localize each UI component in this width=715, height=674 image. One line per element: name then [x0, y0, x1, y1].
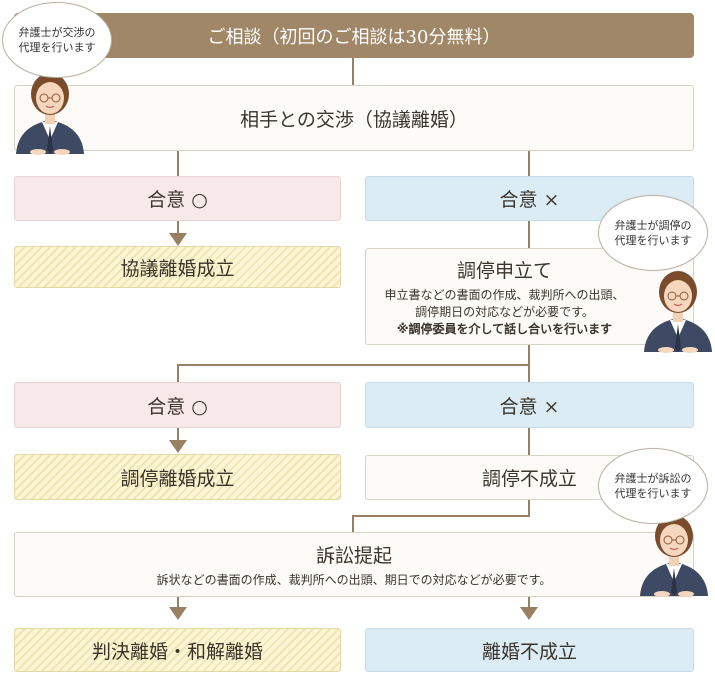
bubble-line-2: 代理を行います — [614, 487, 692, 500]
divorce-fail-label: 離婚不成立 — [481, 640, 577, 663]
connector — [528, 151, 530, 176]
judgment-label: 判決離婚・和解離婚 — [91, 640, 263, 663]
arrow-down-icon — [169, 440, 187, 453]
connector — [177, 364, 530, 366]
agree-no-label: 合意 × — [499, 189, 560, 211]
kyogi-success-box: 協議離婚成立 — [14, 246, 341, 288]
mediation-apply-desc-1: 申立書などの書面の作成、裁判所への出頭、 — [384, 287, 625, 302]
agree-yes-box-2: 合意 ○ — [14, 382, 341, 428]
agree-yes-label-2: 合意 ○ — [147, 395, 208, 418]
mediation-apply-title: 調停申立て — [456, 259, 552, 282]
negotiation-box: 相手との交渉（協議離婚） — [14, 85, 694, 151]
consultation-label: ご相談（初回のご相談は30分無料） — [207, 26, 501, 48]
lawyer-illustration — [640, 515, 708, 597]
lawyer-illustration — [16, 73, 84, 155]
lawsuit-title: 訴訟提起 — [315, 544, 392, 567]
connector — [528, 597, 530, 607]
mediation-fail-label: 調停不成立 — [481, 468, 577, 490]
arrow-down-icon — [169, 607, 187, 620]
lawsuit-box: 訴訟提起 訴状などの書面の作成、裁判所への出頭、期日での対応などが必要です。 — [14, 532, 694, 597]
mediation-success-box: 調停離婚成立 — [14, 454, 341, 500]
mediation-success-label: 調停離婚成立 — [120, 467, 235, 490]
judgment-box: 判決離婚・和解離婚 — [14, 628, 341, 672]
arrow-down-icon — [520, 607, 538, 620]
connector — [528, 221, 530, 248]
negotiation-label: 相手との交渉（協議離婚） — [240, 108, 468, 131]
mediation-apply-desc-2: 調停期日の対応などが必要です。 — [415, 304, 594, 319]
bubble-line-1: 弁護士が訴訟の — [614, 472, 692, 485]
lawsuit-desc: 訴状などの書面の作成、裁判所への出頭、期日での対応などが必要です。 — [156, 572, 552, 587]
connector — [352, 515, 530, 517]
connector — [352, 515, 354, 532]
agree-yes-label: 合意 ○ — [147, 189, 208, 211]
speech-bubble: 弁護士が調停の 代理を行います — [598, 195, 708, 271]
consultation-box: ご相談（初回のご相談は30分無料） — [14, 13, 694, 58]
connector — [177, 221, 179, 233]
bubble-line-1: 弁護士が調停の — [614, 219, 692, 232]
speech-bubble: 弁護士が交渉の 代理を行います — [2, 2, 112, 78]
arrow-down-icon — [169, 233, 187, 246]
agree-no-label-2: 合意 × — [499, 395, 560, 418]
kyogi-success-label: 協議離婚成立 — [120, 257, 235, 280]
lawyer-illustration — [644, 271, 712, 353]
mediation-apply-note: ※調停委員を介して話し合いを行います — [396, 321, 613, 336]
speech-bubble: 弁護士が訴訟の 代理を行います — [598, 448, 708, 524]
bubble-line-2: 代理を行います — [614, 234, 692, 247]
connector — [177, 151, 179, 176]
agree-no-box-2: 合意 × — [365, 382, 694, 428]
connector — [177, 428, 179, 440]
connector — [528, 428, 530, 455]
connector — [528, 345, 530, 382]
connector — [177, 364, 179, 382]
connector — [177, 597, 179, 607]
agree-yes-box: 合意 ○ — [14, 176, 341, 221]
bubble-line-2: 代理を行います — [18, 41, 96, 54]
connector — [528, 500, 530, 517]
bubble-line-1: 弁護士が交渉の — [18, 26, 96, 39]
connector — [352, 58, 354, 85]
divorce-fail-box: 離婚不成立 — [365, 628, 694, 672]
